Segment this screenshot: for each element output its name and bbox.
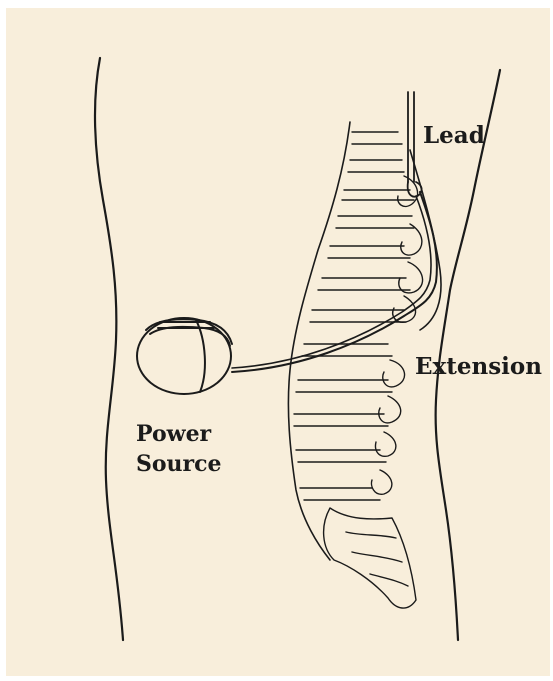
lead-label: Lead [423, 124, 485, 147]
power-source-device [137, 318, 232, 394]
extension-label: Extension [415, 355, 542, 378]
power-source-label: Power Source [136, 419, 222, 479]
extension-wire-inner [232, 196, 431, 368]
power-source-label-line1: Power [136, 419, 222, 449]
power-source-label-line2: Source [136, 449, 222, 479]
spine-anterior-outline [288, 122, 350, 560]
body-outline-left [95, 58, 123, 640]
